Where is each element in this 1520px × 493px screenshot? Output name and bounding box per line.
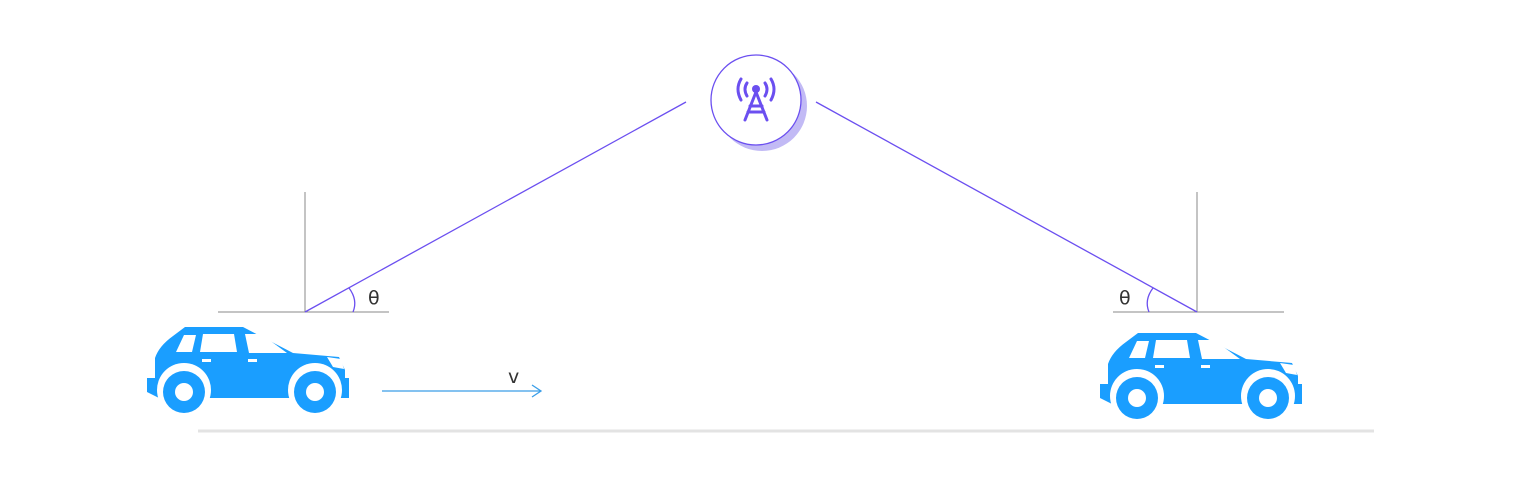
left-signal-line [304, 101, 687, 313]
left-angle-label: θ [368, 287, 380, 309]
velocity-arrow [382, 384, 543, 398]
right-car-icon [1100, 333, 1302, 423]
right-angle-arc [1146, 287, 1154, 313]
velocity-label: v [508, 366, 519, 388]
cell-tower-icon [710, 54, 807, 151]
right-signal-line [815, 101, 1198, 313]
left-car-icon [147, 327, 349, 417]
left-angle-arc [348, 287, 356, 313]
right-angle-label: θ [1119, 287, 1131, 309]
